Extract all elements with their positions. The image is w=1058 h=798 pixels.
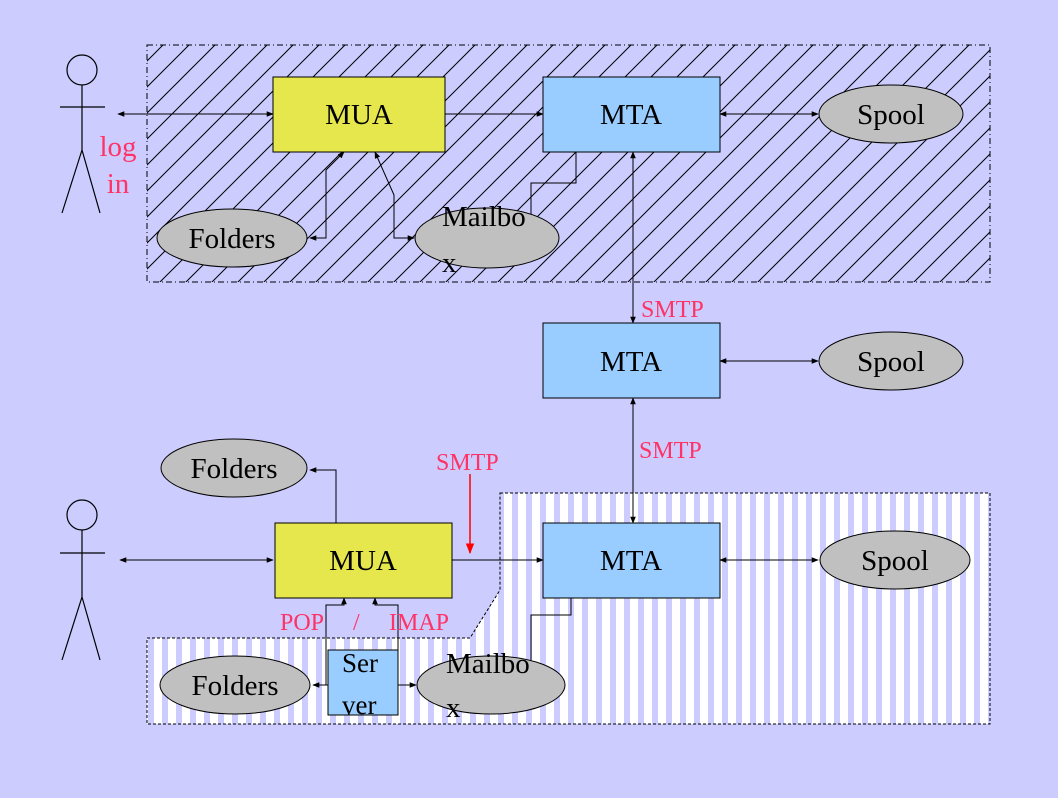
mta-box-bottom: MTA (542, 522, 721, 599)
server-mua-link-right (372, 597, 399, 685)
mua-mailbox-link-top (374, 151, 415, 241)
mta-mailbox-link-top (530, 152, 577, 215)
mua-box-bottom: MUA (274, 522, 453, 599)
mua-folders-link-top (309, 151, 345, 241)
login-label: log (99, 131, 136, 163)
imap-label: IMAP (389, 610, 449, 636)
svg-text:Spool: Spool (857, 99, 925, 131)
svg-text:Mailbo: Mailbo (446, 648, 530, 680)
user-figure-bottom (60, 499, 105, 661)
mailbox-ellipse-top: Mailbo x (414, 201, 560, 279)
svg-text:ver: ver (342, 690, 376, 720)
svg-text:Folders: Folders (189, 223, 276, 255)
svg-text:MUA: MUA (325, 99, 393, 131)
svg-text:Folders: Folders (192, 670, 279, 702)
mta-box-top: MTA (542, 76, 721, 153)
folders-ellipse-bottom-lower: Folders (159, 655, 311, 715)
svg-text:x: x (446, 692, 461, 724)
svg-text:MTA: MTA (600, 346, 662, 378)
svg-text:MTA: MTA (600, 545, 662, 577)
svg-text:Folders: Folders (191, 453, 278, 485)
svg-text:MTA: MTA (600, 99, 662, 131)
smtp-label-upper: SMTP (641, 297, 704, 323)
user-figure-top (60, 54, 105, 214)
folders-ellipse-top: Folders (156, 208, 308, 268)
svg-text:MUA: MUA (329, 545, 397, 577)
svg-text:Mailbo: Mailbo (442, 201, 526, 233)
mailbox-ellipse-bottom: Mailbo x (416, 648, 566, 724)
server-mua-link-left (325, 597, 347, 685)
server-box: Ser ver (327, 648, 399, 720)
mta-box-middle: MTA (542, 322, 721, 399)
spool-ellipse-middle: Spool (818, 331, 964, 391)
svg-text:Ser: Ser (342, 648, 378, 678)
login-label-line2: in (107, 168, 130, 200)
pop-label: POP (280, 610, 324, 636)
smtp-label-bottom: SMTP (436, 450, 499, 476)
mua-folders-link-bottom (309, 467, 337, 523)
mua-box-top: MUA (272, 76, 446, 153)
spool-ellipse-top: Spool (818, 84, 964, 144)
spool-ellipse-bottom: Spool (819, 530, 971, 590)
folders-ellipse-bottom-upper: Folders (160, 438, 308, 498)
svg-text:Spool: Spool (857, 346, 925, 378)
svg-text:x: x (442, 247, 457, 279)
mta-mailbox-link-bottom (530, 598, 572, 660)
smtp-label-lower: SMTP (639, 438, 702, 464)
svg-text:Spool: Spool (861, 545, 929, 577)
slash-label: / (353, 610, 360, 636)
